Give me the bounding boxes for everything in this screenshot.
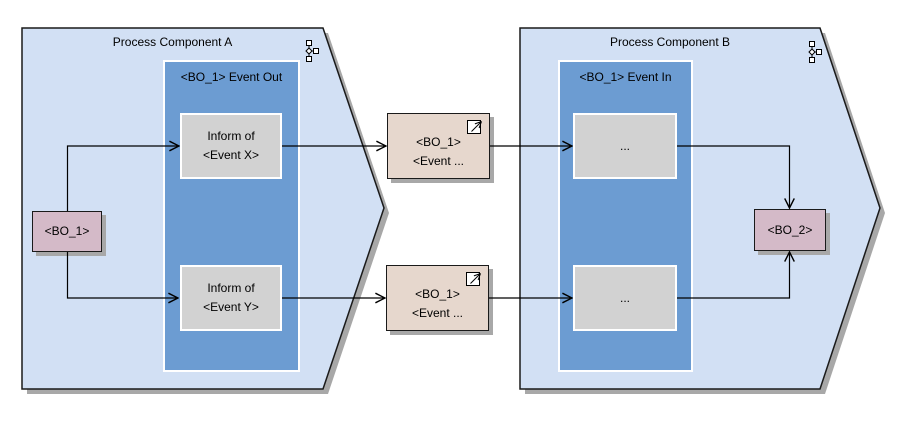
event-in-panel-title: <BO_1> Event In <box>579 70 672 84</box>
function-label-line2: <Event Y> <box>203 300 259 314</box>
process-chain-icon[interactable] <box>806 41 822 63</box>
business-object-label: <BO_2> <box>767 222 813 237</box>
function-label-line2: <Event X> <box>202 148 260 162</box>
function-inform-event-x[interactable]: Inform of <Event X> <box>180 113 282 179</box>
event-label-line2: <Event ... <box>412 154 465 168</box>
component-a-title: Process Component A <box>112 35 233 49</box>
event-out-panel-title: <BO_1> Event Out <box>180 70 283 84</box>
function-inform-event-y[interactable]: Inform of <Event Y> <box>180 265 282 331</box>
event-box-2[interactable]: <BO_1> <Event ... <box>386 265 489 331</box>
event-label-line1: <BO_1> <box>416 135 461 149</box>
event-label-line2: <Event ... <box>411 306 464 320</box>
function-label-line1: Inform of <box>207 129 255 143</box>
function-placeholder-1[interactable]: ... <box>573 113 677 179</box>
process-chain-icon[interactable] <box>303 40 319 62</box>
function-placeholder-2[interactable]: ... <box>573 265 677 331</box>
assignment-arrow-icon[interactable] <box>466 117 485 136</box>
business-object-label: <BO_1> <box>44 224 90 238</box>
business-object-bo2[interactable]: <BO_2> <box>754 209 826 251</box>
function-label: ... <box>619 138 630 153</box>
event-box-1[interactable]: <BO_1> <Event ... <box>387 113 490 179</box>
function-label: ... <box>619 290 630 305</box>
assignment-arrow-icon[interactable] <box>465 269 484 288</box>
function-label-line1: Inform of <box>207 281 255 295</box>
component-b-title: Process Component B <box>609 35 731 49</box>
business-object-bo1[interactable]: <BO_1> <box>32 211 102 252</box>
event-label-line1: <BO_1> <box>415 287 460 301</box>
